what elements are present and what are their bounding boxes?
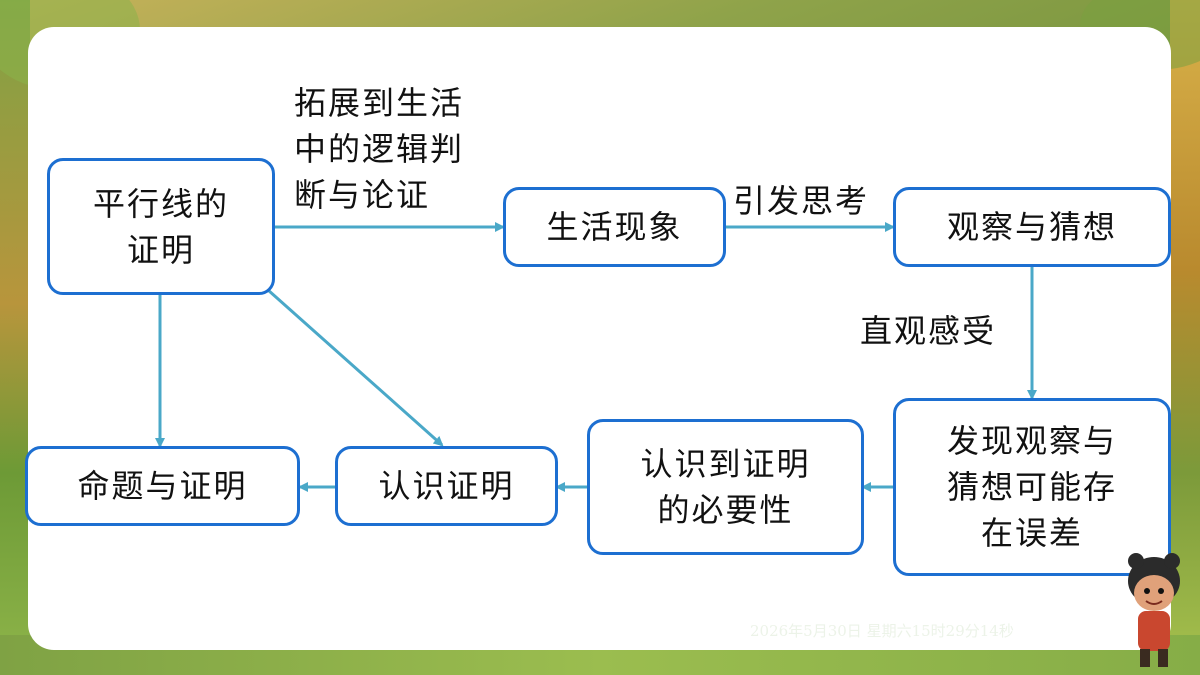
node-necessity-of-proof: 认识到证明 的必要性 [587, 419, 864, 555]
edge-label-intuitive-feeling: 直观感受 [860, 312, 997, 350]
mascot-character-icon [1128, 553, 1180, 667]
node-know-proof: 认识证明 [335, 446, 558, 526]
node-life-phenomena: 生活现象 [503, 187, 726, 267]
node-find-errors: 发现观察与 猜想可能存 在误差 [893, 398, 1171, 576]
node-proposition-and-proof: 命题与证明 [25, 446, 300, 526]
edge-label-extend-to-life: 拓展到生活 中的逻辑判 断与论证 [294, 84, 465, 214]
node-parallel-line-proof: 平行线的 证明 [47, 158, 275, 295]
node-observe-and-guess: 观察与猜想 [893, 187, 1171, 267]
edge-label-trigger-thinking: 引发思考 [733, 182, 870, 220]
background-frame-left [0, 0, 30, 675]
arrow-parallel-to-know-proof [267, 288, 444, 447]
timestamp: 2026年5月30日 星期六15时29分14秒 [750, 622, 1014, 640]
